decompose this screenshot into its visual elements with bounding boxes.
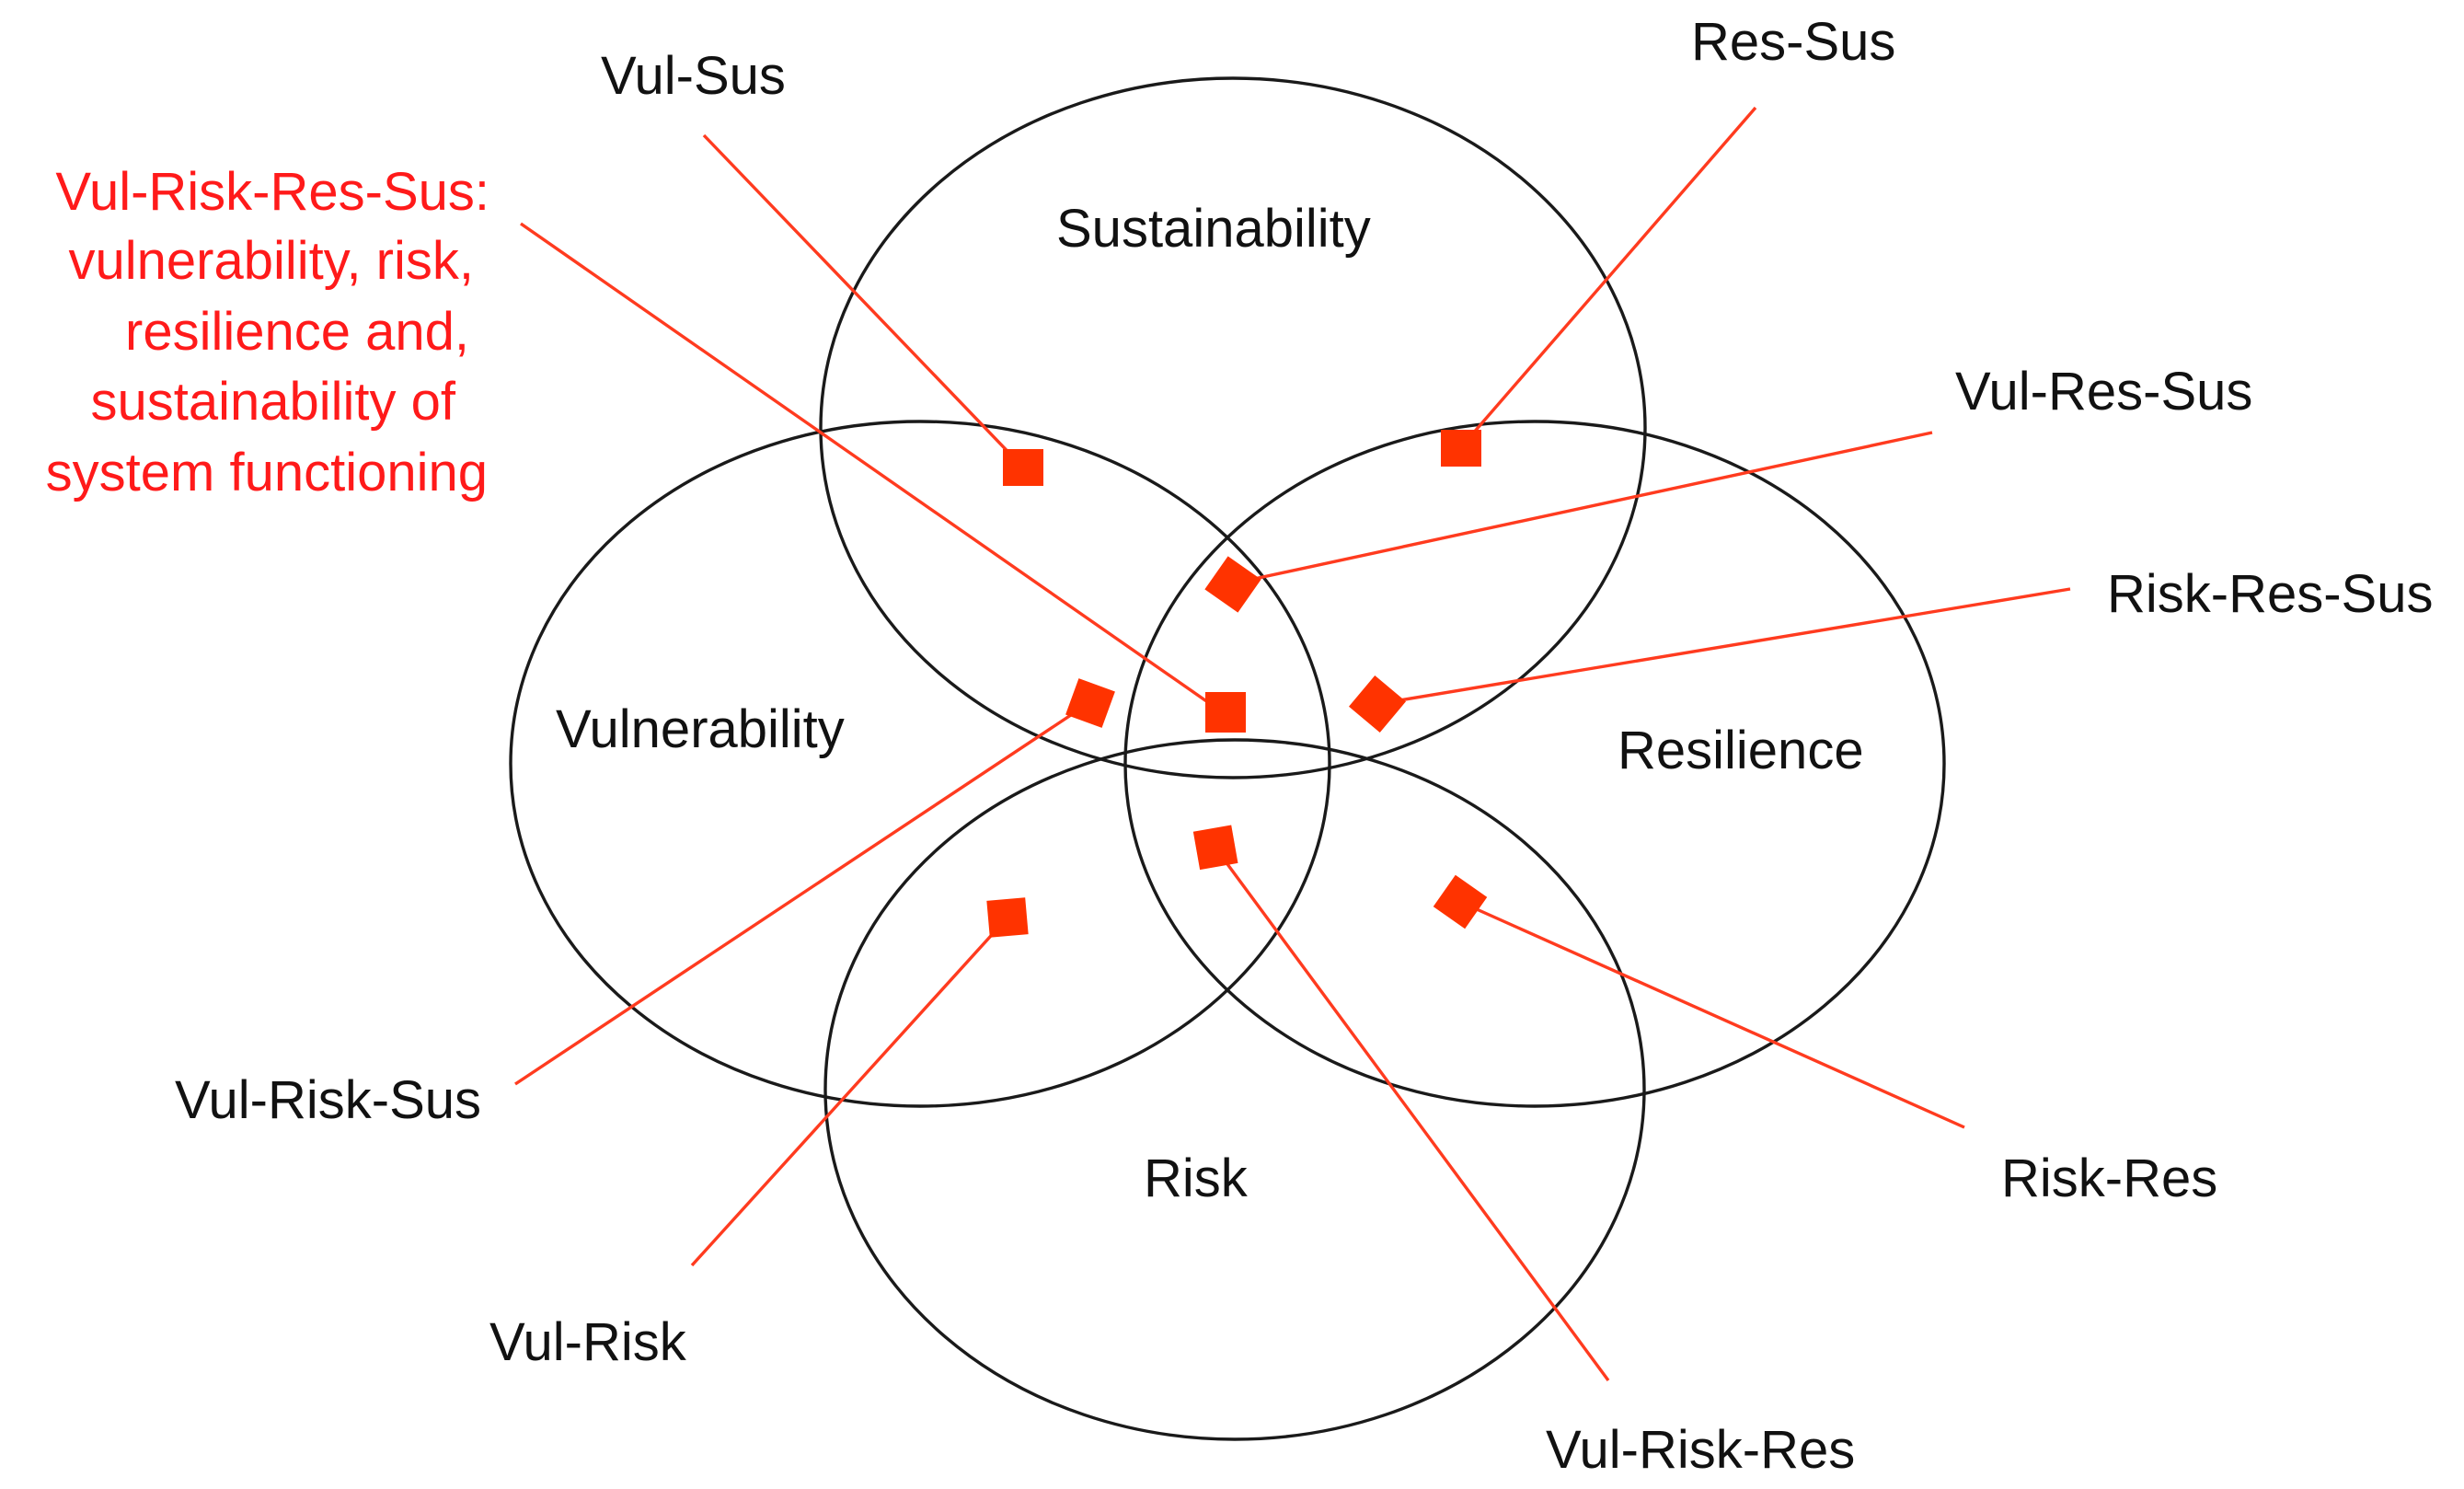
vulnerability-label: Vulnerability [556,699,845,759]
sustainability-label: Sustainability [1056,199,1371,259]
marker-vul-risk [986,897,1029,938]
vulnerability-circle [509,420,1331,1108]
risk-circle [823,738,1646,1441]
marker-vul-sus [1003,449,1043,486]
vul-res-sus-label: Vul-Res-Sus [1955,362,2252,421]
risk-label: Risk [1144,1148,1249,1208]
risk-res-label: Risk-Res [2001,1148,2217,1208]
marker-res-sus [1441,430,1481,467]
leader-vul-risk-res [1213,845,1610,1382]
vul-risk-res-label: Vul-Risk-Res [1546,1420,1855,1480]
leader-vul-risk-sus [514,700,1091,1086]
leader-vul-risk-res-sus [520,222,1225,715]
leader-vul-sus [702,133,1025,469]
note-line: Vul-Risk-Res-Sus: [55,162,489,222]
leader-vul-res-sus [1232,431,1933,585]
risk-res-sus-label: Risk-Res-Sus [2107,564,2434,624]
marker-vul-risk-res-sus [1205,692,1246,733]
leader-res-sus [1458,106,1757,450]
leader-risk-res-sus [1376,587,2071,706]
marker-vul-res-sus [1204,556,1261,613]
note-line: sustainability of [90,372,455,432]
resilience-label: Resilience [1618,721,1864,780]
marker-vul-risk-sus [1065,678,1115,728]
vul-risk-res-sus-note: Vul-Risk-Res-Sus: vulnerability, risk, r… [46,162,489,502]
leader-risk-res [1459,900,1965,1129]
note-line: resilience and, [125,302,469,362]
marker-vul-risk-res [1192,825,1238,871]
vul-risk-label: Vul-Risk [489,1312,687,1372]
note-line: system functioning [46,443,488,502]
note-line: vulnerability, risk, [69,231,475,291]
res-sus-label: Res-Sus [1691,12,1895,72]
vul-risk-sus-label: Vul-Risk-Sus [175,1070,481,1130]
marker-risk-res-sus [1349,675,1406,733]
sustainability-circle [819,76,1647,779]
marker-risk-res [1433,874,1488,929]
vul-sus-label: Vul-Sus [601,46,786,106]
resilience-circle [1123,420,1946,1108]
leader-vul-risk [690,916,1009,1267]
